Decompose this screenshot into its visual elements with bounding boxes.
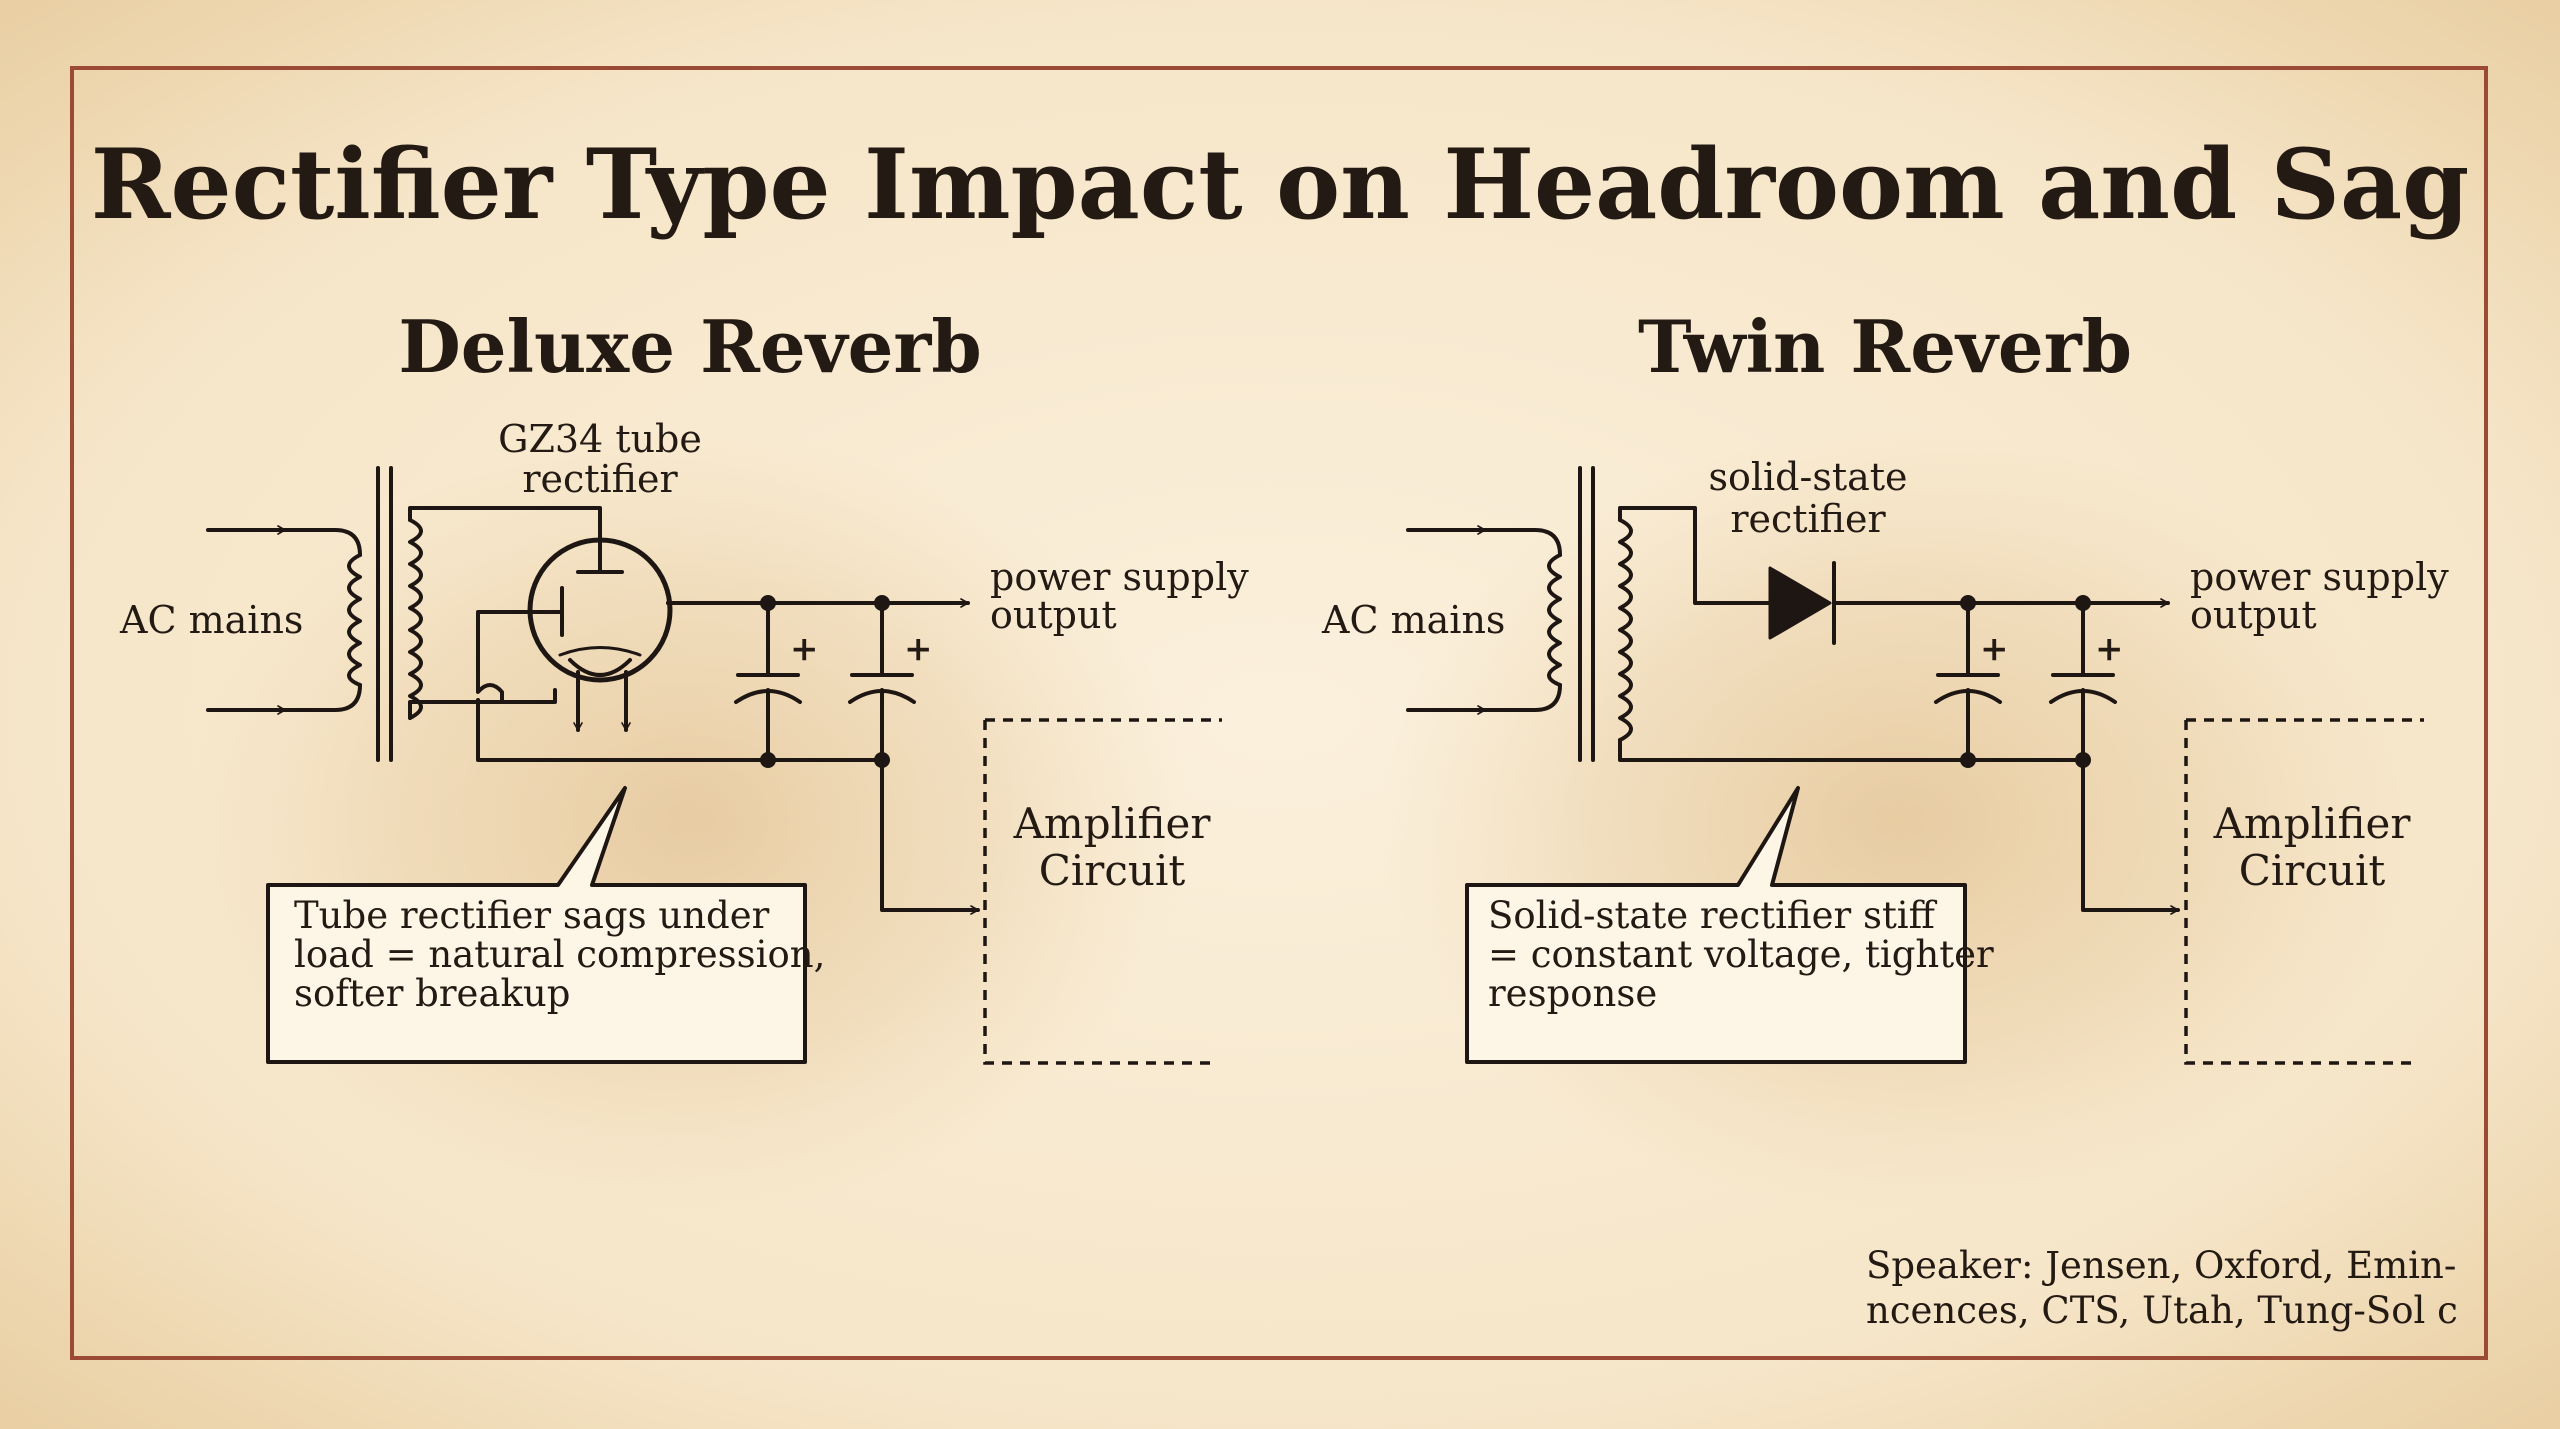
right-secondary-top-lead bbox=[1618, 506, 1772, 605]
right-capacitor-1-icon bbox=[1934, 601, 2002, 762]
left-secondary-top-lead bbox=[408, 506, 602, 550]
right-callout-line-3: response bbox=[1488, 972, 1657, 1015]
left-cap-1-plus: + bbox=[790, 629, 819, 669]
right-cap-1-plus: + bbox=[1980, 629, 2009, 669]
right-amp-label-line-1: Amplifier bbox=[2213, 799, 2412, 848]
left-amplifier-box bbox=[983, 718, 1222, 1065]
right-output-label-line-1: power supply bbox=[2190, 555, 2449, 599]
left-ac-label: AC mains bbox=[119, 598, 303, 642]
right-rectifier-label-line-2: rectifier bbox=[1730, 497, 1886, 541]
right-ac-label: AC mains bbox=[1321, 598, 1505, 642]
left-secondary-bottom-lead bbox=[408, 688, 557, 720]
left-secondary-coil bbox=[408, 518, 423, 720]
left-primary-coil bbox=[347, 553, 362, 687]
left-capacitor-2-icon bbox=[848, 601, 916, 762]
left-rectifier-label-line-2: rectifier bbox=[522, 457, 678, 501]
left-amp-label-line-2: Circuit bbox=[1039, 846, 1186, 895]
right-amplifier-box bbox=[2184, 718, 2424, 1065]
right-amp-label-line-2: Circuit bbox=[2239, 846, 2386, 895]
right-callout-line-2: = constant voltage, tighter bbox=[1488, 933, 1994, 976]
footer-line-1: Speaker: Jensen, Oxford, Emin- bbox=[1866, 1244, 2456, 1287]
left-cap-2-plus: + bbox=[904, 629, 933, 669]
right-amp-feed-arrow bbox=[2081, 758, 2180, 915]
left-panel: Deluxe Reverb AC mains GZ34 tube bbox=[119, 304, 1249, 1065]
page-title: Rectifier Type Impact on Headroom and Sa… bbox=[91, 128, 2470, 241]
left-amp-label-line-1: Amplifier bbox=[1013, 799, 1212, 848]
left-callout-line-2: load = natural compression, bbox=[294, 933, 825, 976]
left-callout-line-1: Tube rectifier sags under bbox=[294, 894, 770, 937]
right-capacitor-2-icon bbox=[2049, 601, 2117, 762]
left-callout-line-3: softer breakup bbox=[294, 972, 570, 1015]
footer-line-2: ncences, CTS, Utah, Tung-Sol c bbox=[1866, 1289, 2458, 1332]
right-primary-lead-top bbox=[1483, 528, 1562, 557]
right-primary-lead-bottom bbox=[1483, 683, 1562, 712]
left-amp-feed-arrow bbox=[880, 758, 980, 915]
right-callout bbox=[1465, 786, 1967, 1064]
left-output-label-line-2: output bbox=[990, 593, 1117, 637]
right-cap-2-plus: + bbox=[2095, 629, 2124, 669]
left-callout bbox=[266, 786, 807, 1064]
left-primary-lead-top bbox=[283, 528, 362, 557]
right-secondary-coil bbox=[1618, 518, 1633, 742]
right-rectifier-label-line-1: solid-state bbox=[1708, 455, 1907, 499]
right-panel: Twin Reverb AC mains solid-state rectifi… bbox=[1321, 304, 2449, 1065]
left-output-label-line-1: power supply bbox=[990, 555, 1249, 599]
left-heading: Deluxe Reverb bbox=[398, 304, 981, 389]
right-heading: Twin Reverb bbox=[1638, 304, 2132, 389]
left-capacitor-1-icon bbox=[734, 601, 802, 762]
right-ground-rail bbox=[1618, 738, 2085, 762]
left-ground-rail bbox=[476, 698, 884, 762]
right-output-label-line-2: output bbox=[2190, 593, 2317, 637]
right-primary-coil bbox=[1547, 553, 1562, 687]
page-frame bbox=[70, 66, 2488, 1360]
left-ground-jumper bbox=[476, 610, 542, 704]
left-primary-lead-bottom bbox=[283, 683, 362, 712]
left-rectifier-label-line-1: GZ34 tube bbox=[498, 417, 702, 461]
right-callout-line-1: Solid-state rectifier stiff bbox=[1488, 894, 1938, 937]
